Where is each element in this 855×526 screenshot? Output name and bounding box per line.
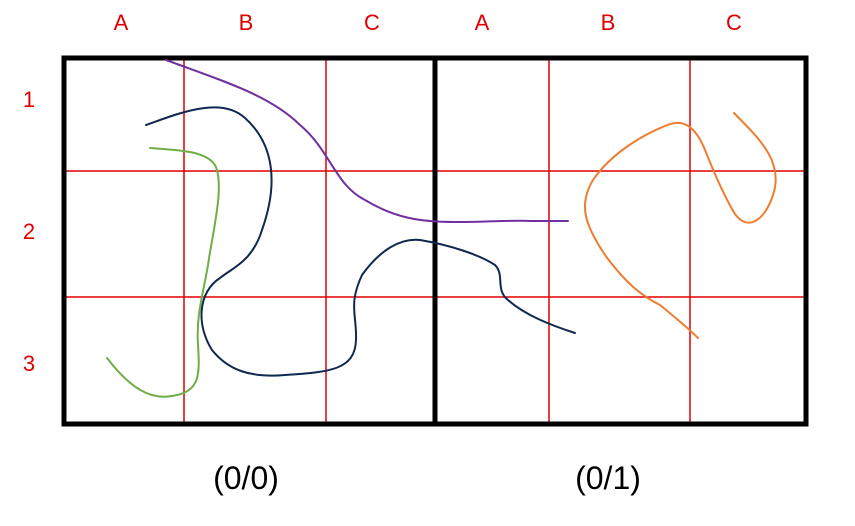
column-label-c-right: C bbox=[726, 10, 742, 35]
curve-purple bbox=[165, 59, 569, 223]
row-label-3: 3 bbox=[23, 351, 35, 376]
panel-caption-right: (0/1) bbox=[575, 460, 641, 496]
column-label-a-left: A bbox=[114, 10, 129, 35]
curve-green bbox=[106, 147, 220, 398]
panel-caption-left: (0/0) bbox=[213, 460, 279, 496]
column-label-b-left: B bbox=[239, 10, 254, 35]
column-label-c-left: C bbox=[364, 10, 380, 35]
column-label-b-right: B bbox=[601, 10, 616, 35]
curve-orange bbox=[583, 112, 777, 339]
panel-right-border bbox=[432, 55, 809, 427]
row-label-1: 1 bbox=[23, 87, 35, 112]
row-label-2: 2 bbox=[23, 219, 35, 244]
column-label-a-right: A bbox=[475, 10, 490, 35]
panel-left-border bbox=[61, 55, 438, 427]
curve-navy bbox=[145, 106, 576, 377]
